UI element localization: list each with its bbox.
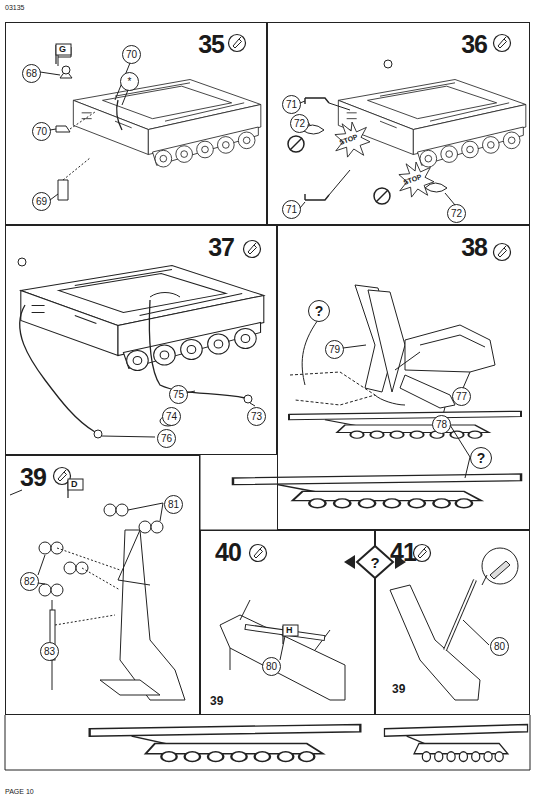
- step-number: 37: [6, 226, 276, 260]
- step-panel: 356870*7069: [5, 22, 267, 225]
- callout-number: 76: [157, 429, 176, 448]
- flag-letter: G: [59, 45, 66, 54]
- callout-text: 80: [266, 662, 277, 672]
- callout-text: 81: [168, 500, 179, 510]
- callout-text: 68: [26, 69, 37, 79]
- callout-number: 71: [282, 200, 301, 219]
- step-number: 38: [278, 226, 529, 260]
- step-number: 36: [268, 23, 529, 57]
- flag-letter: D: [71, 480, 78, 489]
- callout-text: 70: [36, 127, 47, 137]
- callout-number: 80: [490, 637, 509, 656]
- part-number: 39: [210, 695, 223, 707]
- callout-text: ?: [315, 304, 324, 318]
- step-panel: 38? 79 77 78?: [277, 225, 530, 530]
- callout-number: 70: [32, 122, 51, 141]
- callout-text: 72: [451, 209, 462, 219]
- callout-text: ?: [370, 555, 379, 570]
- callout-text: 70: [126, 50, 137, 60]
- question-callout: ?: [470, 447, 492, 469]
- callout-number: 79: [325, 340, 344, 359]
- callout-text: 69: [36, 197, 47, 207]
- callout-text: 76: [161, 434, 172, 444]
- page-code: 03135: [5, 4, 24, 11]
- step-panel: 37 75 74 73 76: [5, 225, 277, 455]
- callout-text: 83: [44, 647, 55, 657]
- callout-number: 78: [432, 415, 451, 434]
- callout-text: 82: [24, 577, 35, 587]
- step-panel: 4080: [200, 530, 375, 715]
- callout-number: 82: [20, 572, 39, 591]
- callout-number: 72: [447, 204, 466, 223]
- callout-number: 75: [169, 385, 188, 404]
- callout-number: 74: [162, 407, 181, 426]
- choice-diamond: ?: [343, 545, 407, 579]
- question-callout: ?: [308, 300, 330, 322]
- flag-letter: H: [286, 626, 293, 635]
- callout-text: 71: [286, 205, 297, 215]
- callout-text: 79: [329, 345, 340, 355]
- callout-number: 73: [247, 407, 266, 426]
- callout-number: *: [120, 72, 139, 91]
- part-number: 39: [392, 683, 405, 695]
- callout-number: 70: [122, 45, 141, 64]
- callout-number: 83: [40, 642, 59, 661]
- callout-number: 80: [262, 657, 281, 676]
- callout-number: 72: [290, 114, 309, 133]
- callout-text: *: [128, 77, 132, 87]
- callout-number: 68: [22, 64, 41, 83]
- step-panel: 39 81 82 83: [5, 455, 200, 715]
- callout-text: 77: [456, 392, 467, 402]
- step-number: 39: [6, 456, 199, 490]
- callout-number: 71: [282, 95, 301, 114]
- callout-text: 73: [251, 412, 262, 422]
- callout-number: 77: [452, 387, 471, 406]
- callout-number: 69: [32, 192, 51, 211]
- step-panel: 36 71 72 71 72: [267, 22, 530, 225]
- callout-text: 75: [173, 390, 184, 400]
- callout-text: 78: [436, 420, 447, 430]
- callout-text: ?: [477, 451, 486, 465]
- callout-text: 80: [494, 642, 505, 652]
- callout-text: 74: [166, 412, 177, 422]
- callout-number: 81: [164, 495, 183, 514]
- callout-text: 71: [286, 100, 297, 110]
- page-number: PAGE 10: [5, 788, 34, 795]
- callout-text: 72: [294, 119, 305, 129]
